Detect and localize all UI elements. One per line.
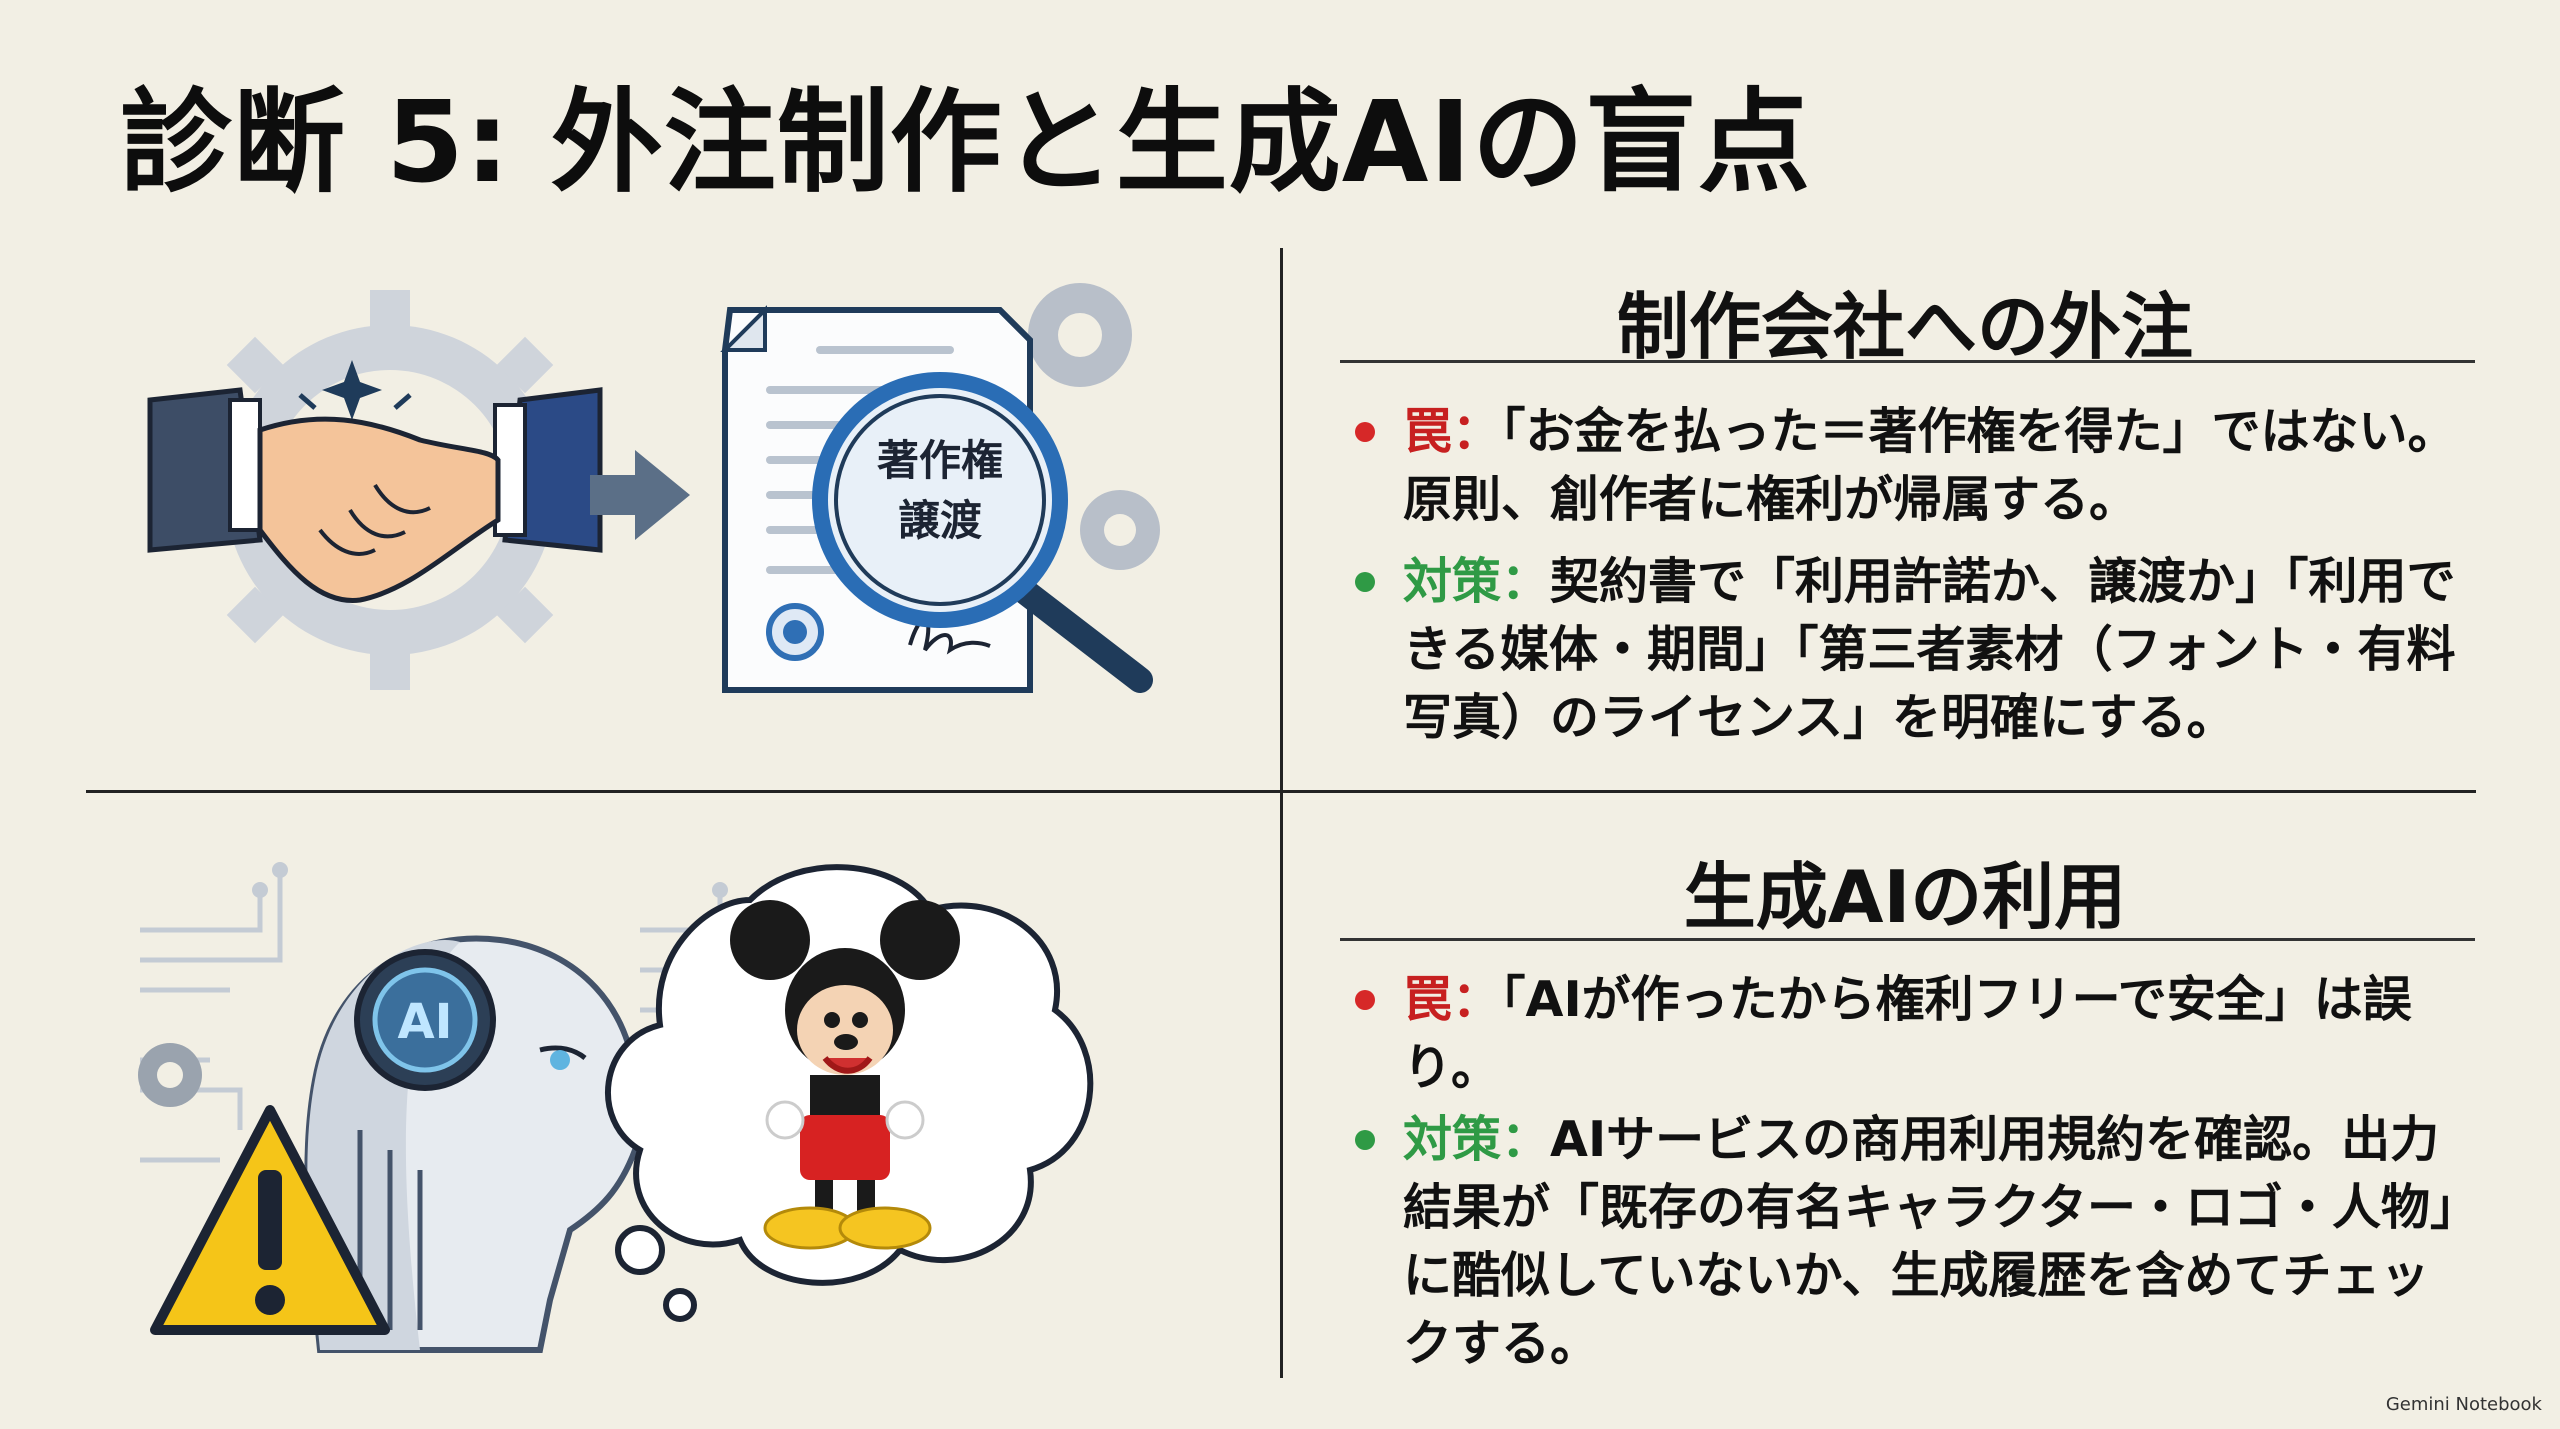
magnifier-text-line1: 著作権 (877, 436, 1003, 485)
warning-icon (150, 1105, 390, 1335)
trap-text: 「AIが作ったから権利フリーで安全」は誤り。 (1403, 971, 2412, 1096)
section1-rule (1340, 360, 2475, 363)
bullet-dot (1355, 422, 1375, 442)
footer-credit: Gemini Notebook (2385, 1394, 2542, 1415)
bullet-dot (1355, 990, 1375, 1010)
pixelated-character-icon (730, 900, 960, 1250)
section2-trap-bullet: 罠：「AIが作ったから権利フリーで安全」は誤り。 (1355, 966, 2470, 1102)
horizontal-divider (86, 790, 2476, 793)
fix-text: AIサービスの商用利用規約を確認。出力結果が「既存の有名キャラクター・ロゴ・人物… (1403, 1111, 2455, 1372)
thought-bubble (605, 864, 1094, 1322)
section1-trap-bullet: 罠：「お金を払った＝著作権を得た」ではない。原則、創作者に権利が帰属する。 (1355, 398, 2470, 534)
magnifier-text-line2: 譲渡 (898, 496, 982, 545)
trap-label: 罠： (1403, 971, 1502, 1028)
handshake-icon (147, 387, 603, 603)
ai-badge-text: AI (397, 994, 452, 1050)
sparkle-icon (322, 360, 382, 420)
small-gear-icon (1028, 283, 1160, 570)
fix-label: 対策： (1403, 1111, 1551, 1168)
trap-label: 罠： (1403, 403, 1502, 460)
outsourcing-illustration: 著作権 譲渡 (147, 283, 1160, 693)
magnifier-icon (812, 372, 1153, 693)
trap-text: 「お金を払った＝著作権を得た」ではない。原則、創作者に権利が帰属する。 (1403, 403, 2457, 528)
section1-heading: 制作会社への外注 (1616, 285, 2193, 369)
bullet-dot (1355, 572, 1375, 592)
section2-fix-bullet: 対策：AIサービスの商用利用規約を確認。出力結果が「既存の有名キャラクター・ロゴ… (1355, 1106, 2470, 1378)
bullet-dot (1355, 1130, 1375, 1150)
fix-text: 契約書で「利用許諾か、譲渡か」「利用できる媒体・期間」「第三者素材（フォント・有… (1403, 553, 2456, 746)
section2-rule (1340, 938, 2475, 941)
small-gear-icon (138, 1043, 202, 1107)
fix-label: 対策： (1403, 553, 1551, 610)
robot-head-icon (304, 935, 649, 1353)
section2-heading: 生成AIの利用 (1683, 855, 2127, 939)
section1-fix-bullet: 対策：契約書で「利用許諾か、譲渡か」「利用できる媒体・期間」「第三者素材（フォン… (1355, 548, 2470, 752)
generative-ai-illustration: AI (138, 862, 1094, 1353)
vertical-divider (1280, 248, 1283, 1378)
arrow-right-icon (590, 450, 690, 540)
page-title: 診断 5: 外注制作と生成AIの盲点 (120, 78, 1812, 208)
